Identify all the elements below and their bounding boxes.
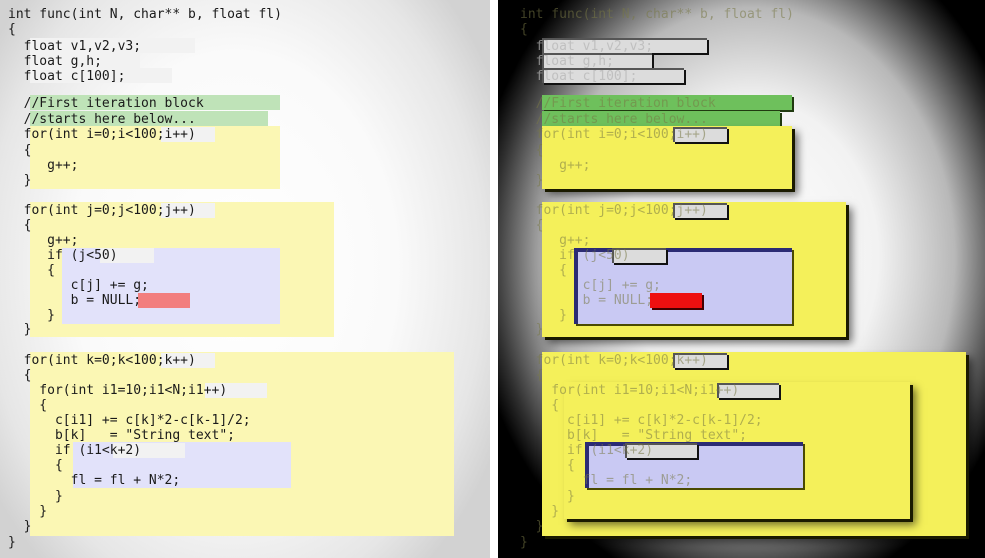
- flat-code-line: //First iteration block: [8, 96, 204, 111]
- shaded-code-view: int func(int N, char** b, float fl){ flo…: [498, 0, 985, 558]
- flat-cond-highlight-j50: [100, 248, 154, 263]
- shaded-condition-block-j: [574, 248, 792, 324]
- shaded-code-line: float v1,v2,v3;: [520, 39, 654, 54]
- flat-code-view: int func(int N, char** b, float fl){ flo…: [0, 0, 490, 558]
- flat-code-line: if (i1<k+2): [8, 443, 142, 458]
- shaded-code-line: //starts here below...: [520, 112, 708, 127]
- shaded-cond-highlight-n: [717, 383, 779, 398]
- shaded-code-line: }: [520, 173, 544, 188]
- shaded-code-line: }: [520, 308, 567, 323]
- flat-code-line: float c[100];: [8, 69, 126, 84]
- shaded-code-line: c[j] += g;: [520, 278, 661, 293]
- flat-cond-highlight-k2: [113, 443, 185, 458]
- shaded-null-highlight: [650, 293, 702, 308]
- flat-code-line: c[i1] += c[k]*2-c[k-1]/2;: [8, 413, 251, 428]
- shaded-code-line: {: [520, 143, 544, 158]
- flat-cond-highlight-i: [161, 127, 215, 142]
- shaded-code-line: {: [520, 22, 528, 37]
- shaded-cond-highlight-k2: [625, 443, 697, 458]
- flat-comment-highlight-2: [30, 111, 268, 126]
- shaded-code-line: }: [520, 489, 575, 504]
- flat-comment-highlight-1: [30, 95, 280, 110]
- flat-code-line: for(int j=0;j<100;j++): [8, 203, 196, 218]
- shaded-comment-highlight-1: [542, 95, 792, 110]
- shaded-comment-highlight-2: [542, 111, 780, 126]
- flat-loop-block-i: [30, 126, 280, 189]
- shaded-code-line: int func(int N, char** b, float fl): [520, 7, 794, 22]
- shaded-cond-highlight-i: [673, 127, 727, 142]
- flat-code-line: {: [8, 143, 32, 158]
- flat-code-line: fl = fl + N*2;: [8, 473, 181, 488]
- shaded-code-line: if (j<50): [520, 248, 630, 263]
- flat-condition-block-j: [62, 248, 280, 324]
- shaded-code-line: b = NULL;: [520, 293, 654, 308]
- shaded-decl-highlight-g: [542, 53, 652, 68]
- shaded-code-line: for(int j=0;j<100;j++): [520, 203, 708, 218]
- flat-code-line: g++;: [8, 233, 79, 248]
- shaded-code-line: float g,h;: [520, 54, 614, 69]
- flat-code-line: c[j] += g;: [8, 278, 149, 293]
- shaded-code-line: g++;: [520, 158, 591, 173]
- shaded-code-line: g++;: [520, 233, 591, 248]
- shaded-code-line: b[k] = "String text";: [520, 428, 747, 443]
- shaded-code-line: for(int k=0;k<100;k++): [520, 353, 708, 368]
- flat-code-line: }: [8, 173, 32, 188]
- flat-code-line: for(int k=0;k<100;k++): [8, 353, 196, 368]
- flat-code-line: {: [8, 368, 32, 383]
- shaded-loop-block-i: [542, 126, 792, 189]
- shaded-code-line: }: [520, 519, 544, 534]
- flat-code-line: }: [8, 535, 16, 550]
- flat-code-line: {: [8, 22, 16, 37]
- flat-code-line: //starts here below...: [8, 112, 196, 127]
- flat-code-line: }: [8, 322, 32, 337]
- shaded-code-line: }: [520, 504, 560, 519]
- flat-code-line: g++;: [8, 158, 79, 173]
- shaded-code-line: }: [520, 535, 528, 550]
- flat-cond-highlight-j: [161, 203, 215, 218]
- flat-code-line: int func(int N, char** b, float fl): [8, 7, 282, 22]
- flat-decl-highlight-c: [30, 68, 172, 83]
- flat-code-line: for(int i=0;i<100;i++): [8, 127, 196, 142]
- shaded-code-line: float c[100];: [520, 69, 638, 84]
- flat-code-line: for(int i1=10;i1<N;i1++): [8, 383, 228, 398]
- flat-code-line: {: [8, 398, 48, 413]
- shaded-decl-highlight-c: [542, 68, 684, 83]
- flat-decl-highlight-g: [30, 53, 140, 68]
- shaded-code-line: {: [520, 218, 544, 233]
- flat-code-line: }: [8, 308, 55, 323]
- flat-code-line: float v1,v2,v3;: [8, 39, 142, 54]
- flat-code-line: }: [8, 489, 63, 504]
- shaded-code-line: if (i1<k+2): [520, 443, 654, 458]
- shaded-code-line: fl = fl + N*2;: [520, 473, 693, 488]
- flat-code-line: float g,h;: [8, 54, 102, 69]
- flat-cond-highlight-n: [205, 383, 267, 398]
- shaded-code-line: for(int i=0;i<100;i++): [520, 127, 708, 142]
- shaded-cond-highlight-k: [673, 353, 727, 368]
- flat-cond-highlight-k: [161, 353, 215, 368]
- flat-code-line: {: [8, 458, 63, 473]
- flat-code-line: {: [8, 218, 32, 233]
- flat-code-line: {: [8, 263, 55, 278]
- shaded-code-line: {: [520, 458, 575, 473]
- shaded-code-line: {: [520, 263, 567, 278]
- flat-code-line: }: [8, 504, 48, 519]
- flat-code-line: }: [8, 519, 32, 534]
- shaded-decl-highlight-v1: [542, 38, 707, 53]
- flat-code-line: b = NULL;: [8, 293, 142, 308]
- shaded-cond-highlight-j50: [612, 248, 666, 263]
- flat-null-highlight: [138, 293, 190, 308]
- shaded-code-line: {: [520, 398, 560, 413]
- flat-decl-highlight-v1: [30, 38, 195, 53]
- shaded-code-line: //First iteration block: [520, 96, 716, 111]
- shaded-code-line: }: [520, 322, 544, 337]
- flat-code-line: b[k] = "String text";: [8, 428, 235, 443]
- shaded-code-line: for(int i1=10;i1<N;i1++): [520, 383, 740, 398]
- shaded-code-line: {: [520, 368, 544, 383]
- shaded-cond-highlight-j: [673, 203, 727, 218]
- flat-code-line: if (j<50): [8, 248, 118, 263]
- shaded-code-line: c[i1] += c[k]*2-c[k-1]/2;: [520, 413, 763, 428]
